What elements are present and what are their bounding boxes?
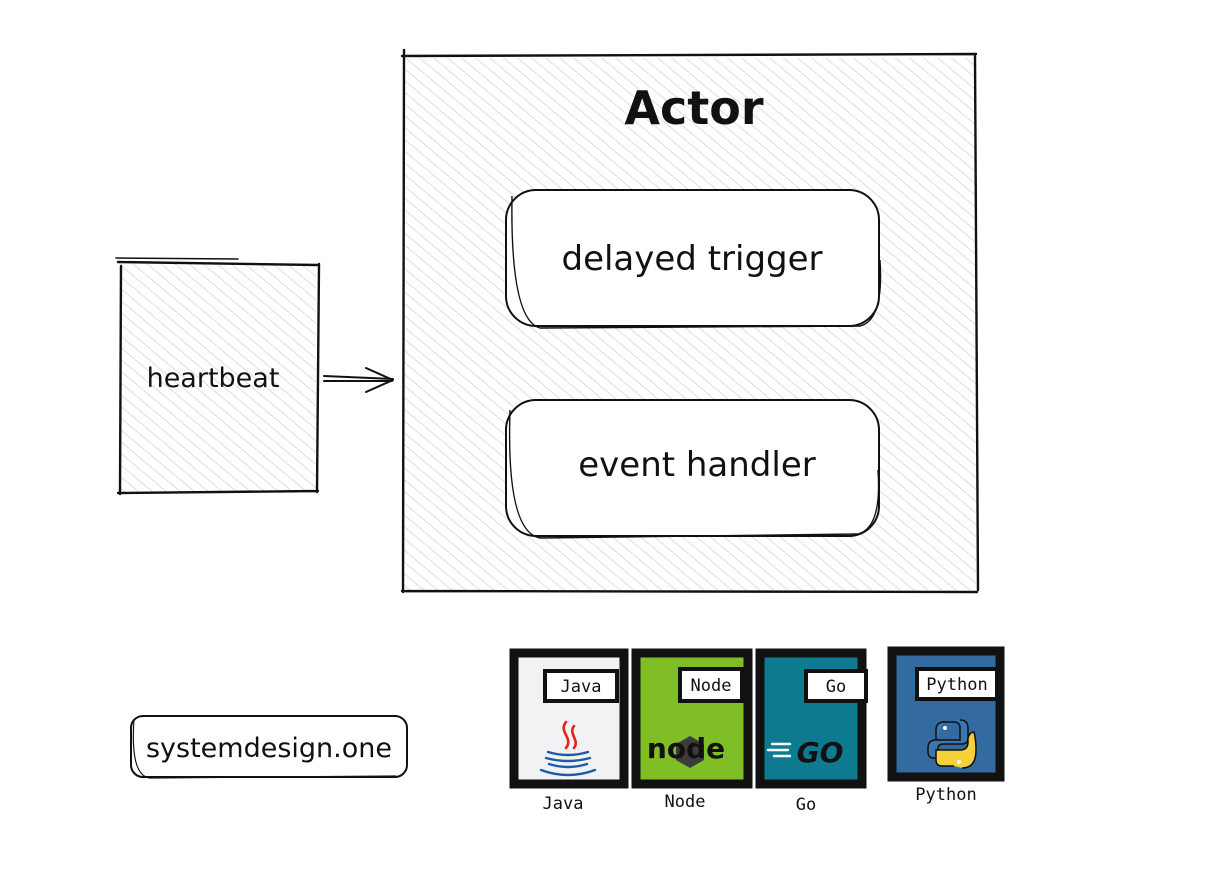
brand-badge: systemdesign.one: [130, 715, 408, 779]
go-tag: Go: [826, 677, 846, 697]
java-coffee-cup-icon: [539, 720, 597, 777]
python-tag: Python: [926, 675, 987, 695]
node-card: Node node Node: [631, 648, 753, 812]
heartbeat-node: heartbeat: [115, 257, 321, 496]
python-card: Python Python: [887, 646, 1005, 805]
go-gopher-logo-icon: GO: [766, 736, 844, 769]
java-card: Java Java: [509, 648, 629, 814]
go-card: Go GO Go: [755, 648, 868, 815]
nodejs-logo-text: node: [647, 732, 725, 765]
brand-label: systemdesign.one: [146, 733, 392, 764]
nodejs-logo-icon: node: [647, 732, 725, 768]
python-snakes-icon: [927, 719, 977, 769]
python-caption: Python: [915, 785, 976, 805]
delayed-trigger-label: delayed trigger: [561, 239, 822, 279]
actor-title: Actor: [624, 81, 763, 135]
heartbeat-to-actor-arrow: [323, 367, 394, 393]
event-handler-component: event handler: [505, 399, 880, 539]
go-logo-text: GO: [797, 736, 844, 769]
event-handler-label: event handler: [578, 445, 816, 485]
java-tag: Java: [561, 677, 602, 697]
heartbeat-label: heartbeat: [147, 363, 280, 394]
node-caption: Node: [665, 792, 706, 812]
go-caption: Go: [796, 795, 816, 815]
delayed-trigger-component: delayed trigger: [505, 189, 882, 329]
java-caption: Java: [543, 794, 584, 814]
node-tag: Node: [691, 676, 732, 696]
